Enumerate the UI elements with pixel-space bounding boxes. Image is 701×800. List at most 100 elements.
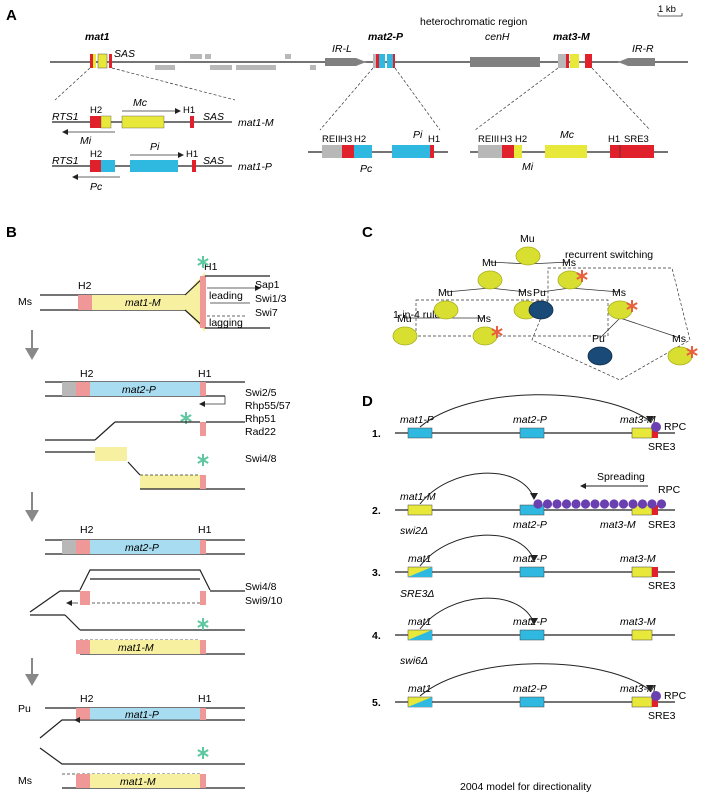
irl-label: IR-L <box>332 43 352 55</box>
lineage-cell: Ms <box>667 333 699 366</box>
mat1-label: mat1 <box>408 553 431 565</box>
cell-ellipse <box>392 326 418 346</box>
cenh-label: cenH <box>485 31 510 43</box>
mat2-p-detail: REII H3 H2 Pi H1 Pc <box>308 129 448 175</box>
h1-label: H1 <box>428 134 440 145</box>
h1-label: H1 <box>186 149 198 160</box>
cell-label: Mu <box>397 313 412 325</box>
mat3-box <box>631 629 653 641</box>
lineage-cell: Mu <box>477 257 503 290</box>
cell-ellipse <box>528 300 554 320</box>
lineage-cell: Mu <box>433 287 459 320</box>
rpc-label: RPC <box>664 690 687 702</box>
mat1-p-name: mat1-P <box>238 161 272 173</box>
ms-label: Ms <box>18 775 32 787</box>
lineage-cell: Mu <box>515 233 541 266</box>
lineage-edge <box>489 287 527 293</box>
sre3-box <box>652 567 658 577</box>
rpc-particle <box>618 499 629 509</box>
h2-label: H2 <box>80 368 94 380</box>
cell-label: Ms <box>562 257 576 269</box>
mat1-box <box>407 427 433 439</box>
mat1-split <box>408 697 432 707</box>
row-number: 3. <box>372 567 381 579</box>
pc-label: Pc <box>90 181 103 193</box>
mat3-box <box>631 566 653 578</box>
spreading-label: Spreading <box>597 471 645 483</box>
mat1-m-detail: RTS1 H2 Mc H1 SAS mat1-M Mi <box>52 97 274 147</box>
mat2-box <box>519 566 545 578</box>
mat3-label: mat3-M <box>620 553 656 565</box>
protein-label: Swi4/8 <box>245 453 277 465</box>
rpc-particle <box>599 499 610 509</box>
rts1-label: RTS1 <box>52 155 79 167</box>
gene-label: mat1-M <box>118 642 154 654</box>
protein-label: Sap1 <box>255 279 280 291</box>
arc-arrowhead <box>530 618 538 625</box>
donor-arc <box>419 534 535 567</box>
cell-ellipse <box>515 246 541 266</box>
rpc-particle <box>637 499 648 509</box>
mat2-box <box>519 629 545 641</box>
panel-d-label: D <box>362 393 373 410</box>
irl-arrow <box>325 58 366 66</box>
rpc-particle <box>647 499 657 509</box>
grey-fragment <box>190 54 202 59</box>
rpc-label: RPC <box>664 421 687 433</box>
down-arrow <box>25 658 39 686</box>
cell-label: Ms <box>518 287 532 299</box>
mat1-sas-label: SAS <box>114 48 135 60</box>
sre3-box <box>652 428 658 438</box>
cell-label: Mu <box>438 287 453 299</box>
protein-label: Swi1/3 <box>255 293 287 305</box>
figure-caption: 2004 model for directionality <box>460 781 592 793</box>
recurrent-region <box>531 267 691 381</box>
arc-arrowhead <box>646 416 654 423</box>
rpc-particle <box>552 499 562 509</box>
lineage-lines <box>405 261 681 339</box>
h2-label: H2 <box>90 149 102 160</box>
mat2-box <box>519 504 545 516</box>
cell-label: Pu <box>533 287 546 299</box>
protein-label: Rhp51 <box>245 413 276 425</box>
h2-label: H2 <box>80 693 94 705</box>
gene-label: mat2-P <box>122 384 156 396</box>
mat3m-label: mat3-M <box>553 31 590 43</box>
h1-label: H1 <box>608 134 620 145</box>
rpc-label: RPC <box>658 484 681 496</box>
cell-label: Ms <box>612 287 626 299</box>
lineage-edge <box>599 317 621 339</box>
panel-c-label: C <box>362 224 373 241</box>
arc-arrowhead <box>530 555 538 562</box>
cell-ellipse <box>587 346 613 366</box>
left-locus-label: mat1-M <box>400 491 436 503</box>
donor-arc <box>419 472 535 505</box>
mat3-box <box>631 427 653 439</box>
h2-label: H2 <box>354 134 366 145</box>
protein-label: Swi9/10 <box>245 595 283 607</box>
left-locus-label: SRE3Δ <box>400 588 434 600</box>
lagging-label: lagging <box>209 317 243 329</box>
heterochromatic-region-label: heterochromatic region <box>420 16 528 28</box>
mat2-label: mat2-P <box>513 616 547 628</box>
pu-label: Pu <box>18 703 31 715</box>
gene-label: mat2-P <box>125 542 159 554</box>
row-number: 2. <box>372 505 381 517</box>
sre3-label: SRE3 <box>648 441 676 453</box>
h3-label: H3 <box>340 134 352 145</box>
protein-label: Swi2/5 <box>245 387 277 399</box>
pi-label: Pi <box>413 129 423 141</box>
mi-label: Mi <box>80 135 92 147</box>
sas-label: SAS <box>203 155 224 167</box>
lineage-cell: Ms <box>557 257 589 290</box>
protein-label: Rad22 <box>245 426 276 438</box>
rpc-particle <box>542 499 553 509</box>
mat1-split <box>408 630 432 640</box>
lineage-cell: Ms <box>607 287 639 320</box>
